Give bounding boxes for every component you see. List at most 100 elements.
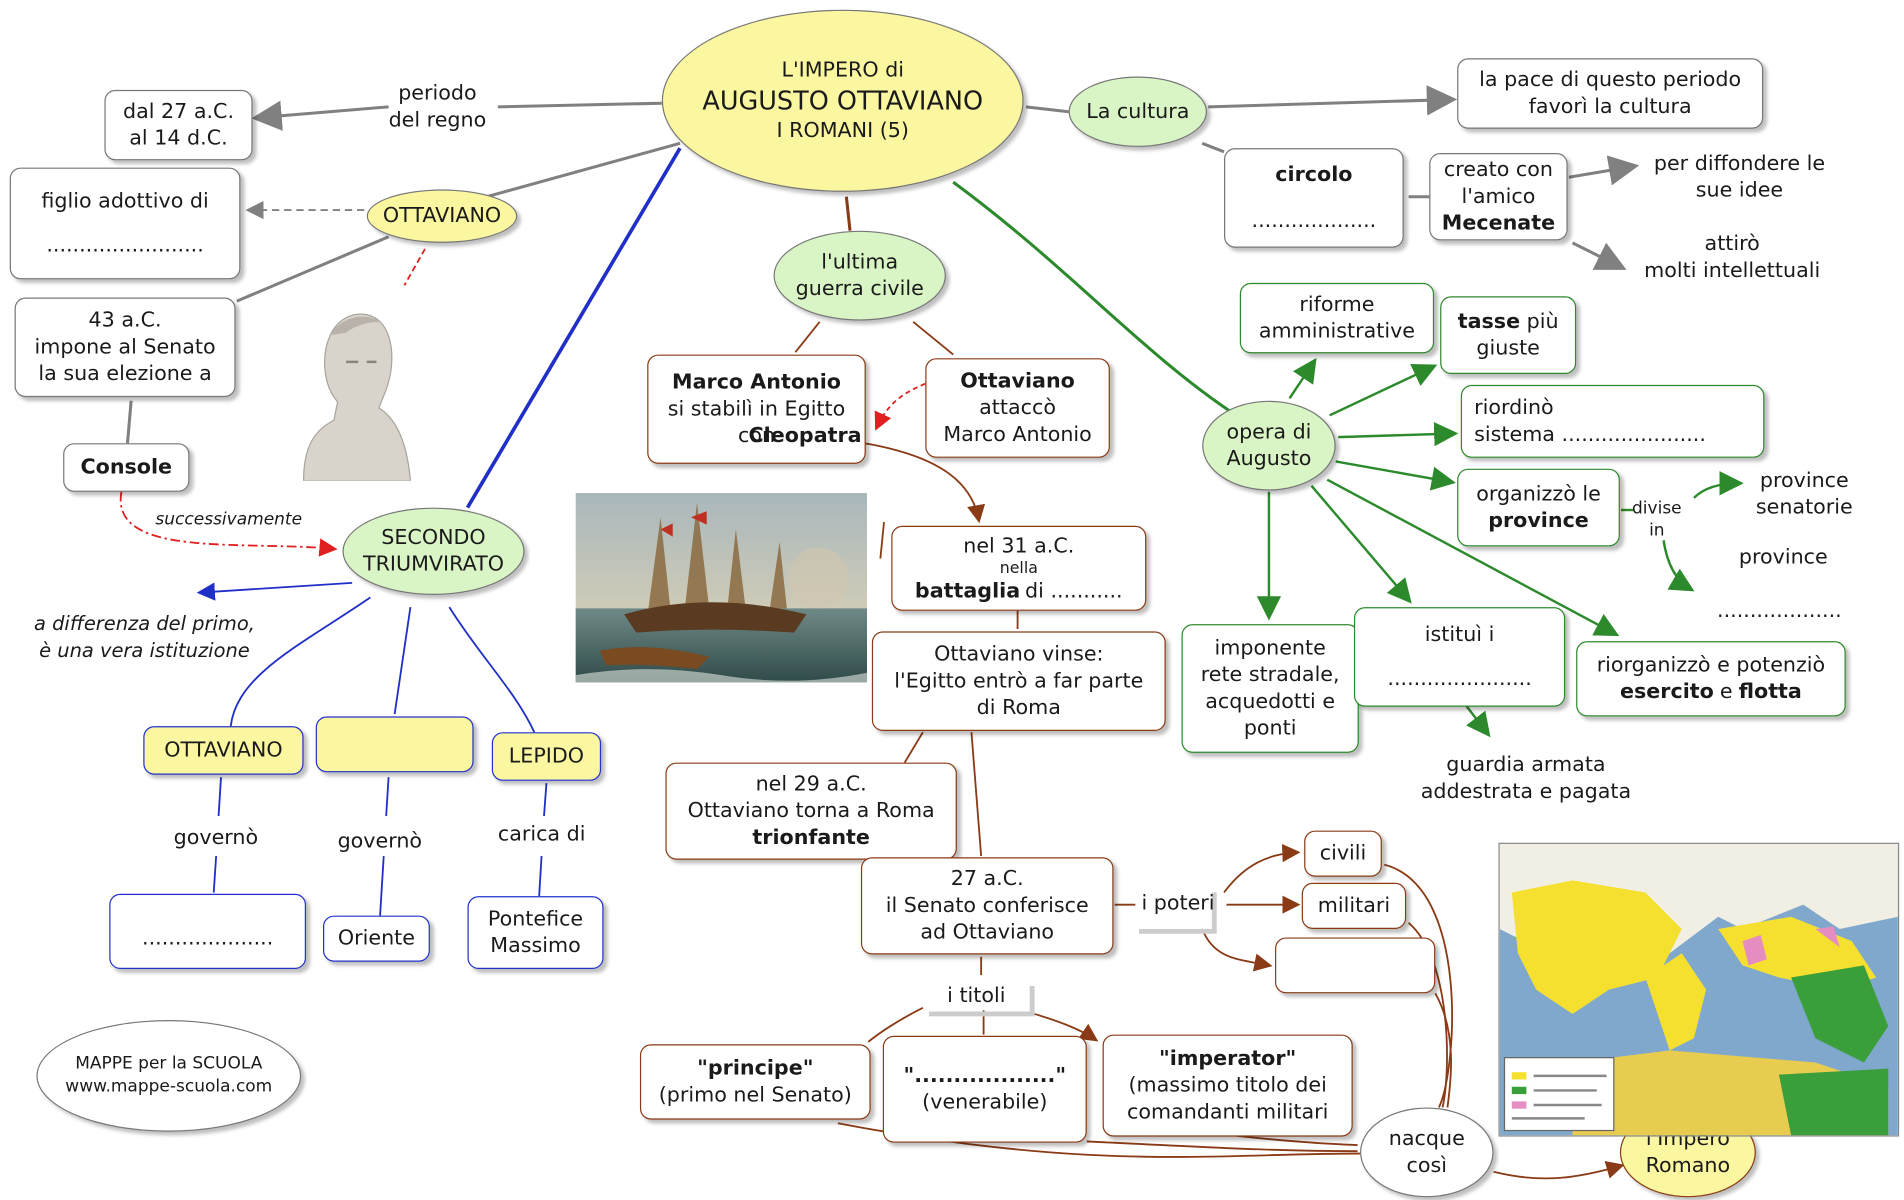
mecenate-name: Mecenate bbox=[1441, 211, 1556, 236]
circle-blank: ................... bbox=[1251, 208, 1377, 234]
civil-war-node: l'ultima guerra civile bbox=[773, 230, 946, 321]
battle-painting-image bbox=[575, 493, 868, 683]
title-imperator: "imperator" (massimo titolo dei comandan… bbox=[1102, 1034, 1353, 1137]
title-venerabile: ".................." (venerabile) bbox=[882, 1035, 1087, 1143]
triumvir-lepido: LEPIDO bbox=[491, 732, 602, 781]
title-principe-text: (primo nel Senato) bbox=[658, 1083, 852, 1108]
title-imperator-bold: "imperator" bbox=[1159, 1046, 1297, 1072]
divided-label: divise in bbox=[1632, 499, 1682, 541]
taxes-box: tasse più giuste bbox=[1440, 296, 1577, 375]
works-node: opera di Augusto bbox=[1202, 400, 1336, 491]
other-provinces-label: province bbox=[1738, 545, 1828, 570]
console-box: Console bbox=[63, 443, 190, 492]
successively-label: successivamente bbox=[155, 510, 303, 530]
battle-box: nel 31 a.C. nella battaglia di .........… bbox=[891, 525, 1147, 611]
taxes-line: tasse più giuste bbox=[1458, 308, 1559, 361]
return-29-bold: trionfante bbox=[752, 825, 870, 851]
title-venerabile-text: (venerabile) bbox=[922, 1090, 1048, 1115]
empire-map-image bbox=[1498, 842, 1900, 1137]
ottaviano-node: OTTAVIANO bbox=[366, 189, 518, 243]
other-provinces-blank: ................... bbox=[1717, 598, 1842, 623]
marco-antonio-name: Marco Antonio bbox=[672, 370, 841, 395]
triumvirate-node: SECONDO TRIUMVIRATO bbox=[342, 507, 525, 596]
title-principe: "principe" (primo nel Senato) bbox=[639, 1044, 871, 1120]
cleopatra-name: Cleopatra bbox=[748, 423, 862, 449]
powers-label: i poteri bbox=[1141, 891, 1215, 916]
year-43-box: 43 a.C. impone al Senato la sua elezione… bbox=[14, 297, 236, 398]
battle-bold: battaglia bbox=[914, 578, 1021, 603]
power-blank bbox=[1275, 937, 1436, 994]
ottaviano-attack-name: Ottaviano bbox=[960, 369, 1075, 394]
guard-label: guardia armata addestrata e pagata bbox=[1420, 752, 1632, 804]
taxes-text: più giuste bbox=[1476, 309, 1559, 361]
triumvir-link-3: carica di bbox=[497, 822, 586, 847]
provinces-text: organizzò le bbox=[1476, 482, 1601, 507]
provinces-box: organizzò le province bbox=[1457, 468, 1620, 547]
triumvir-blank bbox=[315, 716, 474, 773]
title-node: L'IMPERO di AUGUSTO OTTAVIANO I ROMANI (… bbox=[661, 9, 1024, 192]
battle-year: nel 31 a.C. bbox=[963, 533, 1075, 558]
battle-line: battaglia di ........... bbox=[915, 577, 1123, 604]
spread-ideas-label: per diffondere le sue idee bbox=[1653, 151, 1826, 203]
return-29-text: nel 29 a.C. Ottaviano torna a Roma bbox=[687, 772, 935, 824]
title-line2: AUGUSTO OTTAVIANO bbox=[702, 86, 984, 116]
provinces-bold: province bbox=[1488, 508, 1589, 534]
triumvir-link-1: governò bbox=[173, 825, 259, 851]
adoptive-son-box: figlio adottivo di .....................… bbox=[9, 167, 241, 280]
marco-antonio-text: si stabilì in Egitto con bbox=[667, 397, 846, 449]
reign-link-label: periodo del regno bbox=[388, 81, 487, 133]
adoptive-blank: ........................ bbox=[46, 233, 204, 258]
taxes-bold: tasse bbox=[1457, 309, 1521, 334]
battle-blank: di ........... bbox=[1025, 578, 1123, 603]
instituted-text: istituì i bbox=[1424, 622, 1495, 648]
triumvir-target-2: Oriente bbox=[323, 915, 430, 962]
instituted-blank: ...................... bbox=[1387, 666, 1532, 691]
footer-line2: www.mappe-scuola.com bbox=[65, 1077, 273, 1097]
marco-antonio-box: Marco Antonio si stabilì in Egitto con C… bbox=[647, 354, 866, 464]
title-line3: I ROMANI (5) bbox=[776, 119, 909, 144]
adoptive-text: figlio adottivo di bbox=[41, 189, 209, 214]
reorder-box: riordinò sistema ...................... bbox=[1460, 384, 1765, 458]
power-civil: civili bbox=[1304, 830, 1382, 877]
victory-box: Ottaviano vinse: l'Egitto entrò a far pa… bbox=[871, 631, 1166, 732]
titles-label: i titoli bbox=[947, 983, 1006, 1008]
console-label: Console bbox=[80, 455, 173, 480]
army-line: esercito e flotta bbox=[1620, 679, 1802, 706]
mecenate-box: creato con l'amico Mecenate bbox=[1429, 153, 1568, 241]
reign-dates: dal 27 a.C. al 14 d.C. bbox=[104, 89, 253, 161]
title-imperator-text: (massimo titolo dei comandanti militari bbox=[1126, 1073, 1329, 1125]
power-military: militari bbox=[1301, 882, 1407, 929]
triumvir-link-2: governò bbox=[337, 829, 423, 854]
battle-nella: nella bbox=[999, 559, 1038, 578]
instituted-box: istituì i ...................... bbox=[1353, 607, 1566, 707]
triumvir-ottaviano: OTTAVIANO bbox=[143, 726, 304, 775]
senate-27-box: 27 a.C. il Senato conferisce ad Ottavian… bbox=[860, 857, 1114, 955]
attract-label: attirò molti intellettuali bbox=[1644, 231, 1821, 283]
army-and: e bbox=[1719, 680, 1733, 705]
ottaviano-attack-box: Ottaviano attaccò Marco Antonio bbox=[925, 358, 1110, 458]
senatorial-label: province senatorie bbox=[1755, 468, 1853, 520]
title-principe-bold: "principe" bbox=[697, 1056, 814, 1081]
footer-line1: MAPPE per la SCUOLA bbox=[75, 1054, 263, 1074]
army-box: riorganizzò e potenziò esercito e flotta bbox=[1576, 641, 1846, 717]
roads-box: imponente rete stradale, acquedotti e po… bbox=[1181, 624, 1359, 753]
reforms-box: riforme amministrative bbox=[1239, 282, 1435, 354]
born-node: nacque così bbox=[1360, 1107, 1494, 1198]
circle-label: circolo bbox=[1275, 162, 1353, 188]
augustus-bust-image bbox=[291, 287, 412, 481]
ottaviano-attack-text: attaccò Marco Antonio bbox=[943, 395, 1092, 447]
army-bold-2: flotta bbox=[1738, 680, 1802, 705]
circle-box: circolo ................... bbox=[1224, 148, 1404, 248]
return-29-box: nel 29 a.C. Ottaviano torna a Roma trion… bbox=[665, 762, 957, 860]
culture-node: La cultura bbox=[1068, 76, 1208, 147]
footer-badge[interactable]: MAPPE per la SCUOLA www.mappe-scuola.com bbox=[36, 1020, 302, 1132]
peace-box: la pace di questo periodo favorì la cult… bbox=[1457, 58, 1764, 129]
title-venerabile-bold: ".................." bbox=[903, 1063, 1067, 1089]
army-bold-1: esercito bbox=[1620, 680, 1714, 705]
title-line1: L'IMPERO di bbox=[781, 58, 905, 83]
mecenate-text: creato con l'amico bbox=[1443, 157, 1553, 209]
army-text: riorganizzò e potenziò bbox=[1596, 653, 1826, 678]
triumvir-target-3: Pontefice Massimo bbox=[467, 896, 604, 970]
triumvir-target-1: .................... bbox=[109, 893, 307, 970]
